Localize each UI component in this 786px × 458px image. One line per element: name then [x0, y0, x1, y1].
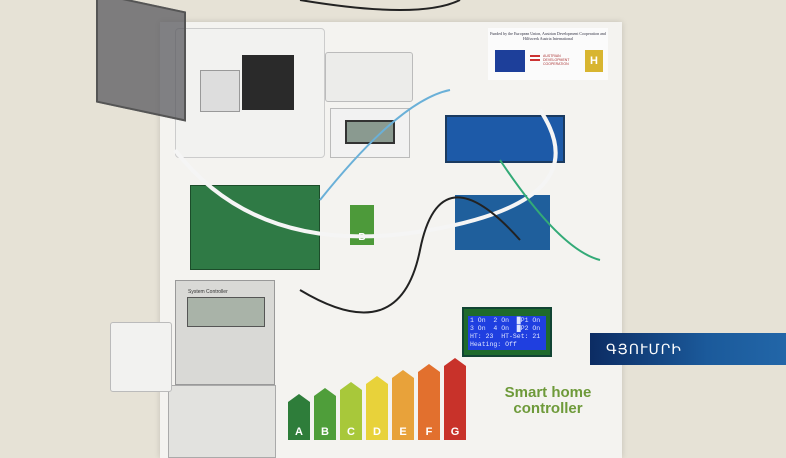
hilfswerk-logo: H — [585, 50, 603, 72]
austrian-development-logo-text: AUSTRIAN DEVELOPMENT COOPERATION — [543, 54, 570, 66]
lcd-line: 1 On 2 On █P1 On — [470, 317, 541, 324]
wire — [499, 159, 601, 261]
circuit-breakers — [200, 70, 240, 112]
system-controller-label: System Controller — [188, 289, 228, 295]
energy-scale: A B C D E F G — [288, 358, 478, 458]
location-caption: ԳՅՈՒՄՐԻ — [590, 333, 786, 365]
wire — [299, 196, 521, 314]
location-caption-text: ԳՅՈՒՄՐԻ — [606, 340, 682, 357]
light-switch — [110, 322, 172, 392]
energy-bar-e: E — [392, 370, 414, 440]
power-socket — [325, 52, 413, 102]
austrian-development-logo — [530, 55, 540, 61]
lcd-line: 3 On 4 On █P2 On — [470, 325, 541, 332]
lcd-line: Heating: Off — [470, 341, 517, 348]
relay-pcb — [190, 185, 320, 270]
board-title-line: controller — [513, 400, 583, 417]
wire — [299, 0, 461, 11]
system-controller-display — [187, 297, 265, 327]
eu-flag-logo — [495, 50, 525, 72]
board-title: Smart home controller — [488, 385, 608, 417]
lcd-line: HT: 23 HT-Set: 21 — [470, 333, 541, 340]
energy-bar-b: B — [314, 388, 336, 440]
energy-bar-g: G — [444, 358, 466, 440]
energy-bar-d: D — [366, 376, 388, 440]
wire — [319, 89, 451, 201]
energy-bar-c: C — [340, 382, 362, 440]
energy-bar-a: A — [288, 394, 310, 440]
board-title-line: Smart home — [504, 384, 592, 401]
contactor-block — [242, 55, 294, 110]
relay-module — [445, 115, 565, 163]
energy-bar-f: F — [418, 364, 440, 440]
wire — [173, 108, 558, 239]
